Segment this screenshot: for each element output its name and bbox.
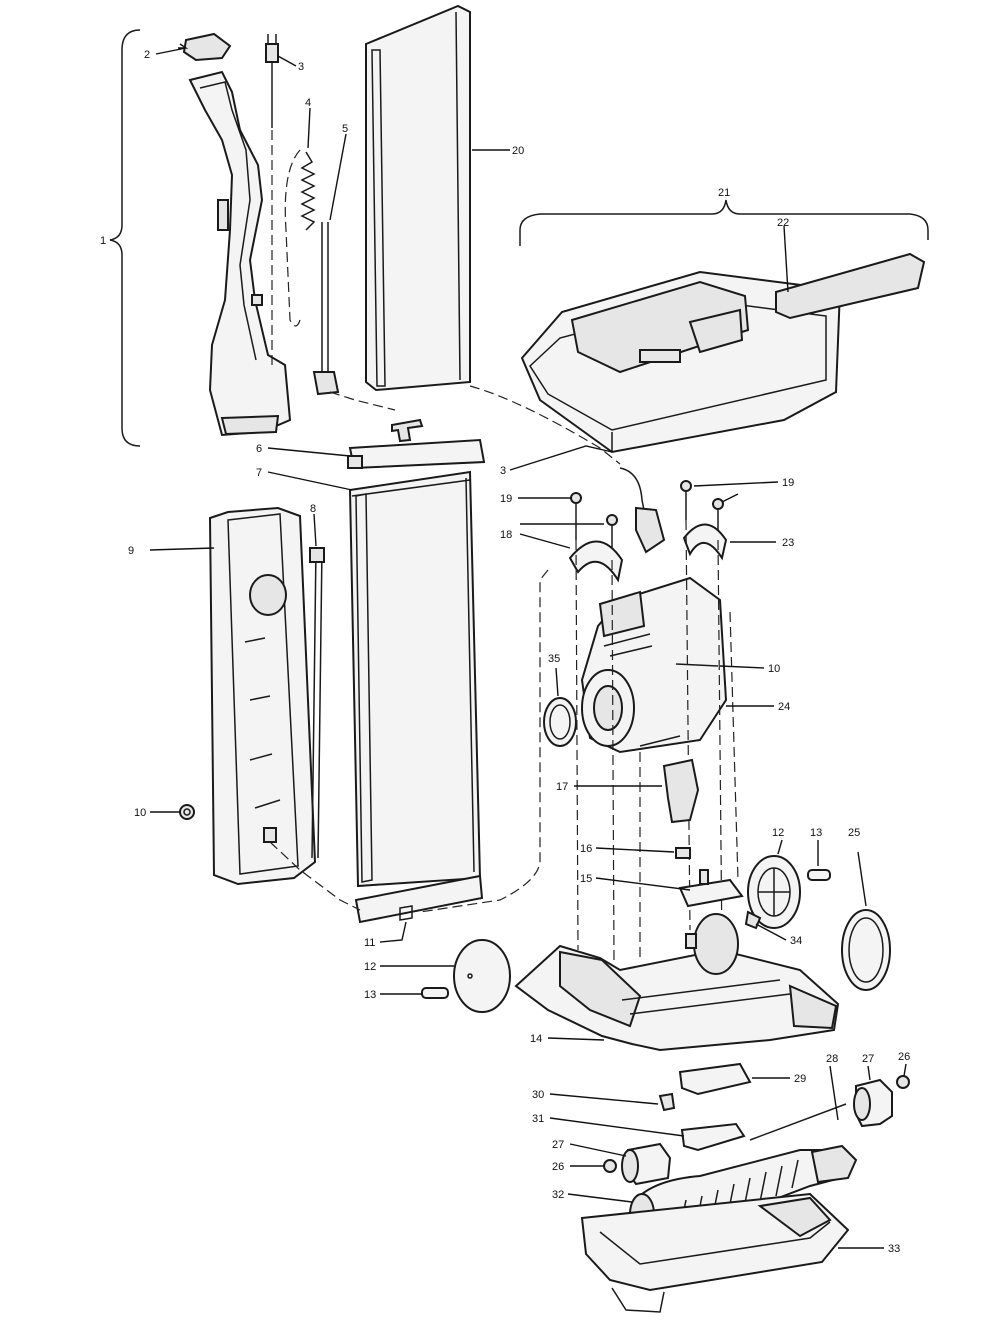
base-14-part [514, 913, 840, 1052]
label-2: 2 [144, 49, 150, 61]
bumper-22-part [775, 252, 926, 320]
label-18: 18 [500, 529, 512, 541]
axle-13-left-part [421, 987, 449, 999]
clip-bar-part [347, 418, 486, 470]
label-21: 21 [718, 187, 730, 199]
screw-19-a-part [570, 492, 582, 540]
label-24: 24 [778, 701, 790, 713]
part-17 [662, 758, 700, 824]
label-20: 20 [512, 145, 524, 157]
end-cap-27-right-part [853, 1078, 893, 1128]
screw-10-left-part [179, 804, 195, 820]
label-14: 14 [530, 1033, 542, 1045]
rod-8-part [269, 547, 361, 911]
bottom-plate-33-part [580, 1192, 850, 1313]
label-30: 30 [532, 1089, 544, 1101]
cord-3-right-part [469, 385, 666, 554]
label-5: 5 [342, 123, 348, 135]
part-29 [678, 1062, 752, 1096]
label-22: 22 [777, 217, 789, 229]
label-9: 9 [128, 545, 134, 557]
label-15: 15 [580, 873, 592, 885]
label-27-right: 27 [862, 1053, 874, 1065]
spring-part [284, 149, 316, 327]
bag-panel-20-part [365, 4, 471, 392]
label-3a: 3 [298, 61, 304, 73]
handle-grip-part [182, 32, 232, 62]
label-19-right: 19 [782, 477, 794, 489]
motor-24-part [580, 576, 728, 754]
hood-assembly-21-part [520, 270, 842, 454]
label-10-left: 10 [134, 807, 146, 819]
axle-13-right-part [807, 869, 831, 881]
strap-18-part [568, 540, 624, 583]
label-17: 17 [556, 781, 568, 793]
label-7: 7 [256, 467, 262, 479]
label-25: 25 [848, 827, 860, 839]
label-1: 1 [100, 235, 106, 247]
wheel-12-left-part [453, 939, 511, 1013]
label-34: 34 [790, 935, 802, 947]
label-23: 23 [782, 537, 794, 549]
strap-23-part [682, 523, 728, 561]
label-31: 31 [532, 1113, 544, 1125]
label-3b: 3 [500, 465, 506, 477]
label-8: 8 [310, 503, 316, 515]
label-13-right: 13 [810, 827, 822, 839]
label-32: 32 [552, 1189, 564, 1201]
wheel-12-right-part [747, 855, 801, 929]
ring-35-part [543, 697, 577, 747]
part-15 [678, 869, 744, 908]
label-19-left: 19 [500, 493, 512, 505]
bag-panel-7-part [348, 470, 482, 888]
power-cord-part [265, 34, 279, 370]
bracket-21 [519, 199, 929, 246]
lower-bar-11-part [354, 874, 484, 924]
label-13-left: 13 [364, 989, 376, 1001]
screw-19-c-part [680, 480, 692, 520]
label-16: 16 [580, 843, 592, 855]
part-30 [658, 1092, 676, 1112]
guide-lines [419, 519, 739, 961]
part-31 [680, 1122, 746, 1152]
label-6: 6 [256, 443, 262, 455]
screw-26-left-part [603, 1159, 617, 1173]
part-16 [675, 847, 691, 859]
bracket-1 [109, 29, 141, 447]
handle-frame-9-part [208, 506, 317, 886]
label-29: 29 [794, 1073, 806, 1085]
end-cap-27-left-part [621, 1142, 672, 1186]
shaft-28-part [749, 1103, 847, 1141]
label-33: 33 [888, 1243, 900, 1255]
screw-26-right-part [896, 1075, 910, 1089]
label-12-left: 12 [364, 961, 376, 973]
upper-handle-part [188, 70, 292, 437]
label-12-right: 12 [772, 827, 784, 839]
label-26-left: 26 [552, 1161, 564, 1173]
belt-25-part [841, 909, 891, 991]
label-11: 11 [364, 937, 375, 949]
label-27-left: 27 [552, 1139, 564, 1151]
label-35: 35 [548, 653, 560, 665]
label-4: 4 [305, 97, 311, 109]
leader-lines [149, 43, 907, 1249]
label-28: 28 [826, 1053, 838, 1065]
label-26-right: 26 [898, 1051, 910, 1063]
rod-part [312, 222, 396, 411]
label-10-right: 10 [768, 663, 780, 675]
